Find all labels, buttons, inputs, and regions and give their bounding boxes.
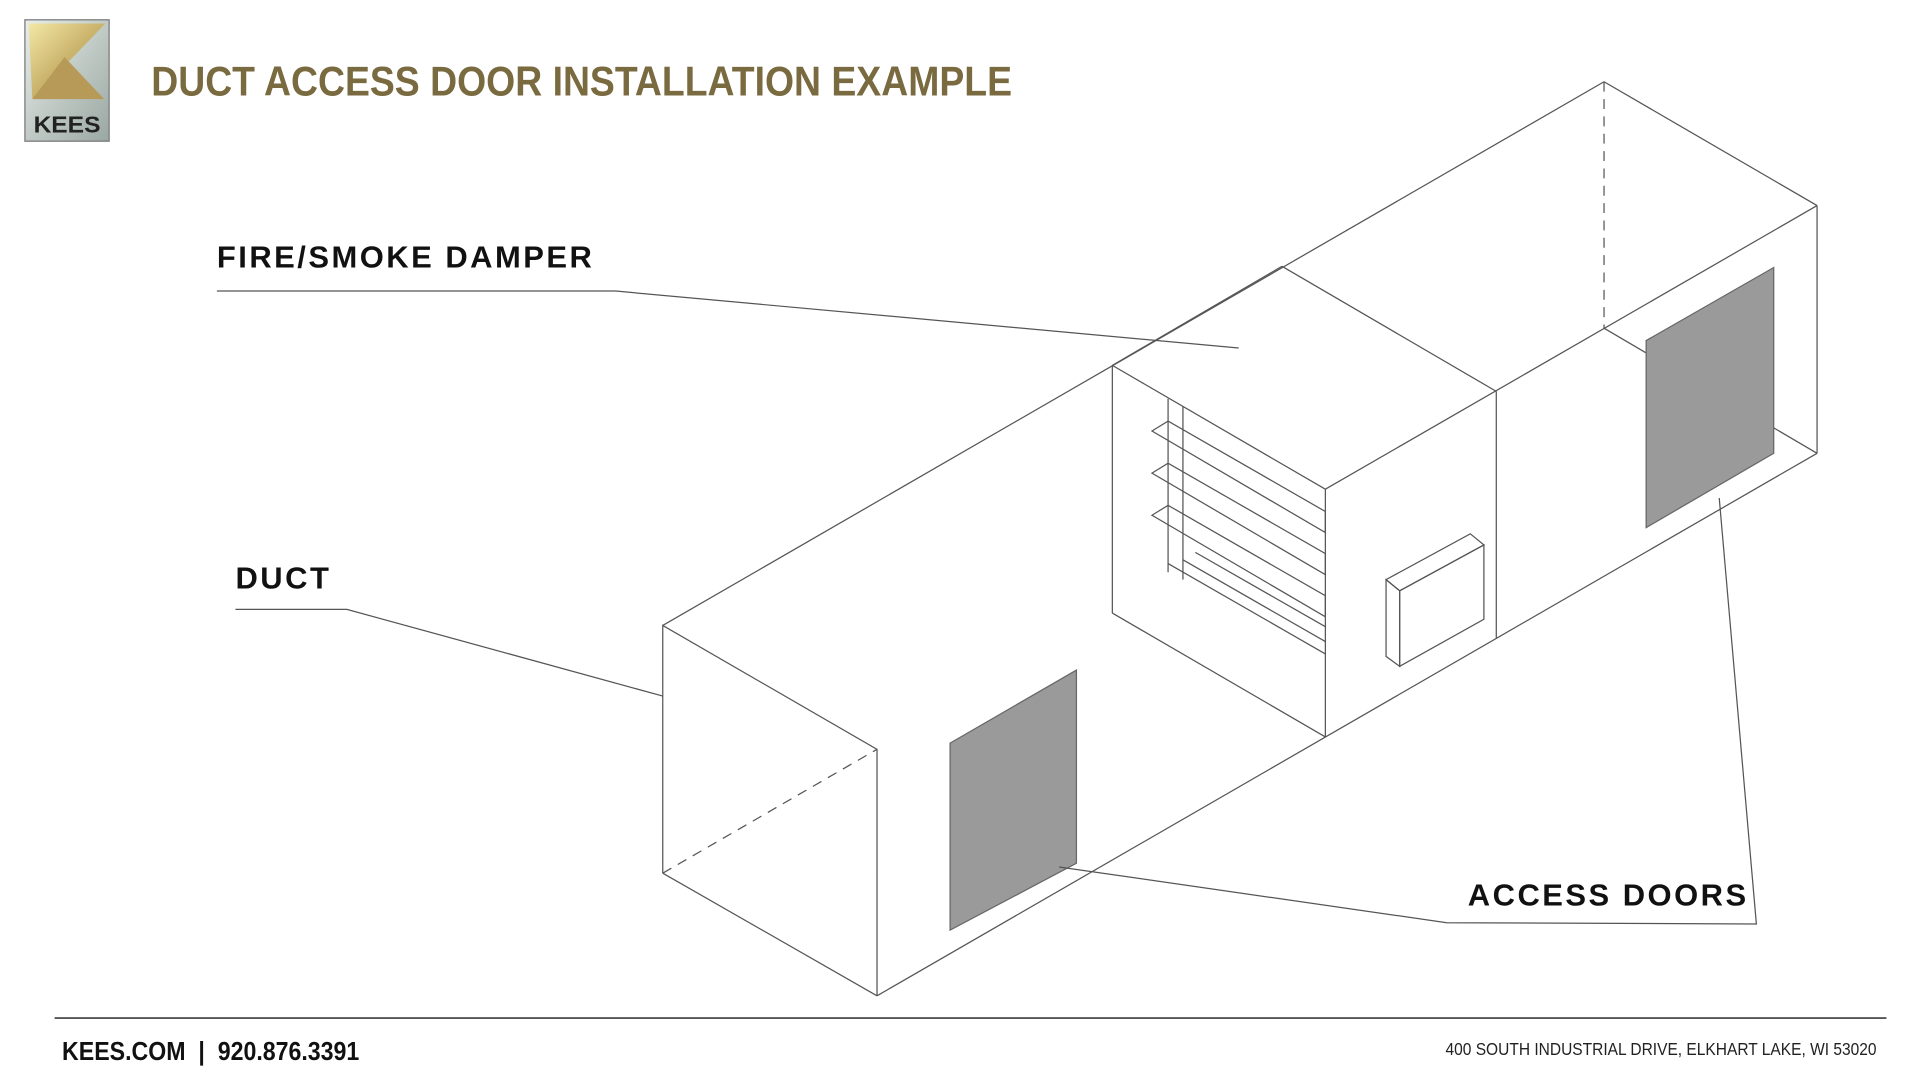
leader-access-doors <box>1058 497 1758 925</box>
page-title: DUCT ACCESS DOOR INSTALLATION EXAMPLE <box>151 57 1012 104</box>
kees-logo: KEES <box>24 19 110 142</box>
duct-drawing <box>662 81 1818 997</box>
label-fire-smoke-damper: FIRE/SMOKE DAMPER <box>217 240 594 275</box>
leader-damper <box>216 290 1239 349</box>
leader-duct <box>235 608 663 697</box>
label-access-doors: ACCESS DOORS <box>1468 877 1749 912</box>
access-door-right <box>1645 266 1775 529</box>
logo-text: KEES <box>34 112 101 138</box>
footer-address: 400 SOUTH INDUSTRIAL DRIVE, ELKHART LAKE… <box>1446 1039 1877 1059</box>
footer-contact: KEES.COM | 920.876.3391 <box>62 1036 359 1066</box>
access-door-left <box>949 668 1078 932</box>
label-duct: DUCT <box>235 560 331 595</box>
damper-blades <box>1150 398 1326 655</box>
damper-actuator <box>1384 533 1486 668</box>
